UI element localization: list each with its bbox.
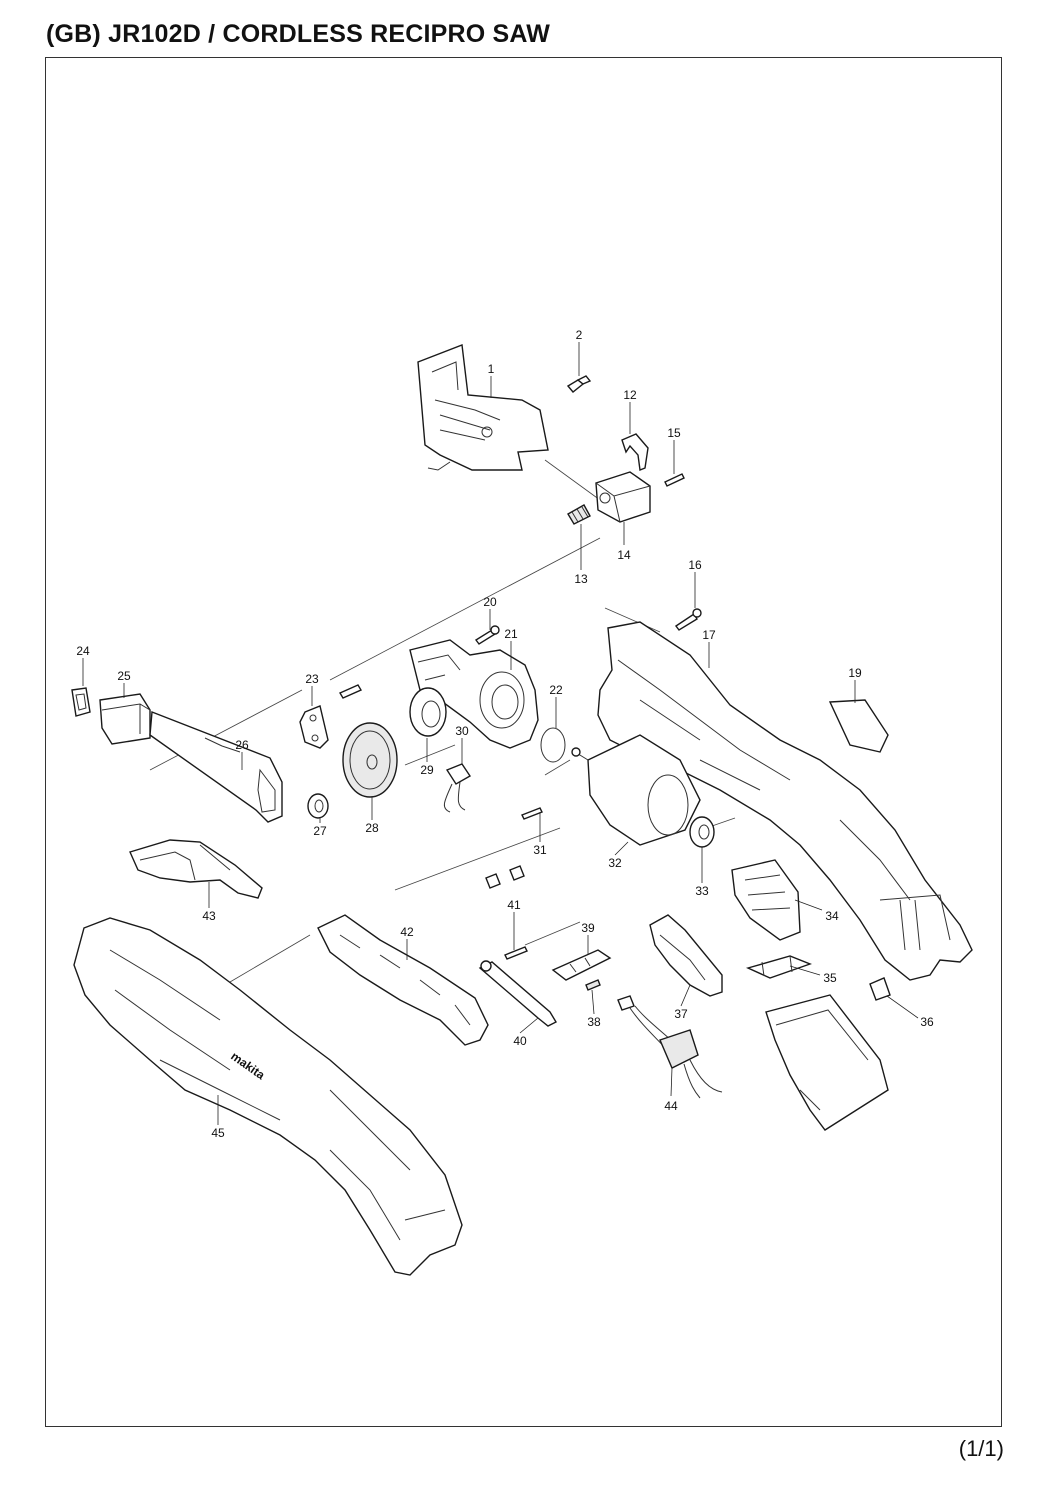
part-label: 25: [117, 669, 131, 683]
part-16-screw: [674, 608, 702, 631]
part-19-label: [828, 699, 889, 753]
part-22-o-ring: [540, 727, 566, 763]
part-label: 38: [587, 1015, 601, 1029]
part-23-plate: [299, 684, 363, 749]
part-42-rail: [317, 914, 489, 1046]
part-label: 36: [920, 1015, 934, 1029]
part-20-screw: [474, 625, 500, 645]
part-terminals: [485, 865, 525, 889]
part-label: 33: [695, 884, 709, 898]
page-title: (GB) JR102D / CORDLESS RECIPRO SAW: [46, 20, 551, 48]
part-label: 2: [576, 328, 583, 342]
part-label: 30: [455, 724, 469, 738]
part-25-block: [99, 693, 151, 745]
part-31-pin: [521, 807, 543, 820]
part-28-gear: [342, 722, 398, 798]
part-label: 27: [313, 824, 327, 838]
part-number-labels: 1 2 12 15 14 13 16 20 21 17 24 25 23 22 …: [76, 328, 934, 1140]
part-label: 42: [400, 925, 414, 939]
part-37-trigger: [649, 914, 723, 997]
part-label: 17: [702, 628, 716, 642]
part-battery: [765, 994, 889, 1131]
part-40-lever: [478, 960, 557, 1027]
part-43-housing-cover: [129, 839, 263, 899]
part-label: 1: [488, 362, 495, 376]
part-45-outer-housing: makita: [73, 917, 463, 1276]
part-33-bushing: [689, 816, 715, 848]
part-label: 40: [513, 1034, 527, 1048]
part-32-motor: [571, 734, 701, 846]
diagram-frame: [45, 57, 1002, 1427]
part-36-terminal: [869, 977, 891, 1001]
part-label: 22: [549, 683, 563, 697]
part-41-pin: [504, 946, 528, 960]
part-38-spring: [585, 979, 601, 991]
part-34-switch-unit: [731, 859, 801, 941]
part-label: 37: [674, 1007, 688, 1021]
part-label: 35: [823, 971, 837, 985]
part-label: 34: [825, 909, 839, 923]
part-label: 21: [504, 627, 518, 641]
part-label: 31: [533, 843, 547, 857]
part-13-spring: [567, 504, 591, 525]
part-label: 39: [581, 921, 595, 935]
part-44-wire-harness: [617, 995, 723, 1099]
part-label: 26: [235, 738, 249, 752]
part-39-block: [551, 949, 612, 981]
part-label: 12: [623, 388, 637, 402]
part-label: 29: [420, 763, 434, 777]
part-35-terminal-plate: [745, 955, 812, 979]
part-14-holder: [595, 471, 651, 523]
part-label: 13: [574, 572, 588, 586]
part-label: 32: [608, 856, 622, 870]
alignment-guides: [149, 459, 736, 983]
part-27-bushing: [307, 793, 329, 819]
part-label: 19: [848, 666, 862, 680]
part-label: 15: [667, 426, 681, 440]
page-number: (1/1): [958, 1436, 1004, 1461]
part-label: 23: [305, 672, 319, 686]
part-label: 24: [76, 644, 90, 658]
part-21-gear-housing: [409, 639, 539, 749]
part-15-pin: [664, 473, 685, 487]
part-24-cap: [71, 687, 91, 717]
part-label: 41: [507, 898, 521, 912]
part-29-bearing: [409, 687, 447, 737]
part-2-screw: [566, 375, 592, 393]
part-label: 44: [664, 1099, 678, 1113]
part-label: 28: [365, 821, 379, 835]
part-label: 43: [202, 909, 216, 923]
part-label: 20: [483, 595, 497, 609]
part-label: 14: [617, 548, 631, 562]
part-label: 45: [211, 1126, 225, 1140]
part-1-guard-plate: [417, 344, 549, 471]
part-label: 16: [688, 558, 702, 572]
part-26-clamp-bar: [149, 711, 283, 823]
part-30-switch: [443, 763, 471, 813]
label-leaders: [82, 342, 919, 1125]
part-12-clip: [621, 433, 649, 471]
